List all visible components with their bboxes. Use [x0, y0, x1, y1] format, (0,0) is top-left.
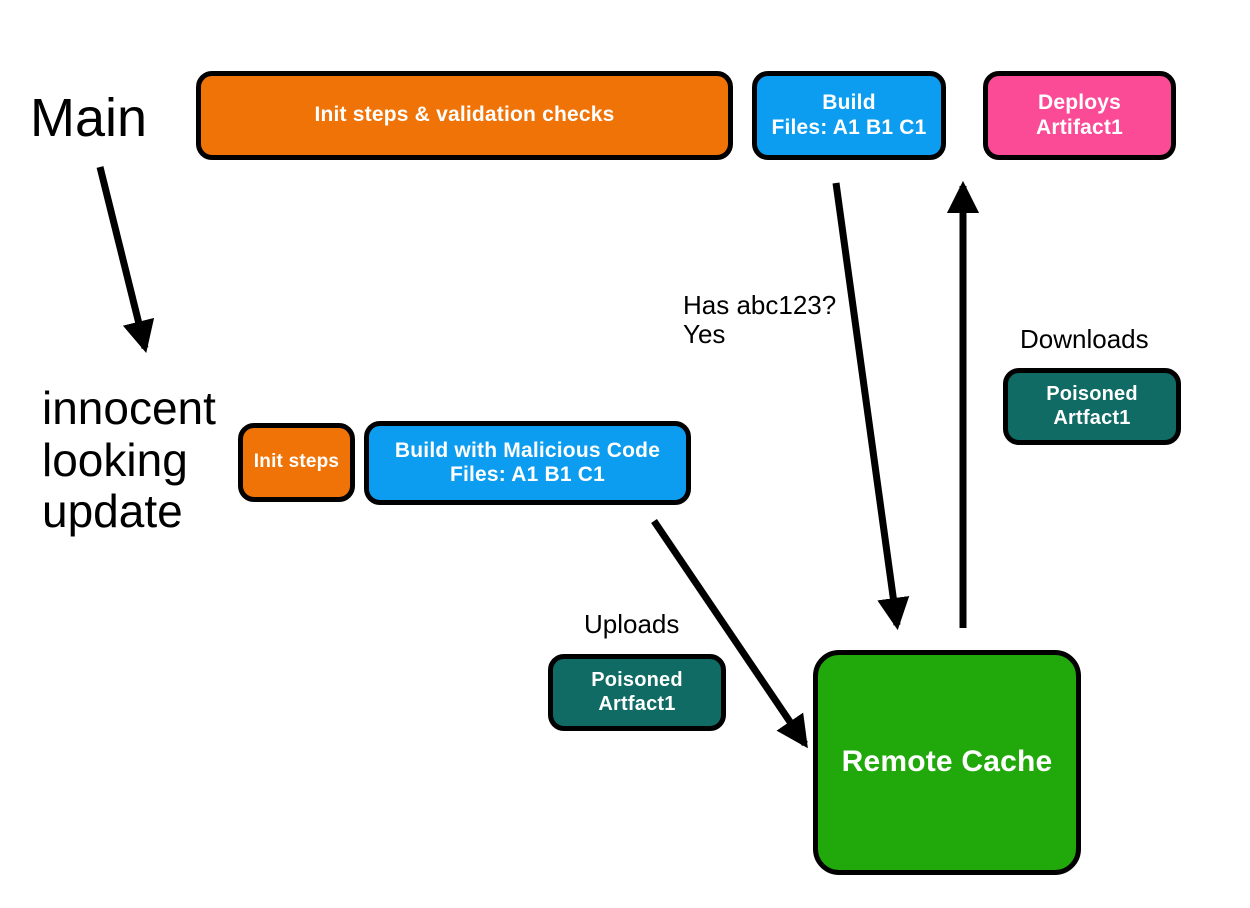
node-branch-build-files: Files: A1 B1 C1 [449, 463, 606, 486]
node-poisoned-artifact-uploaded-line1: Poisoned [591, 669, 683, 692]
node-branch-init-steps[interactable]: Init steps [238, 423, 355, 502]
arrow-build-to-cache-lookup [832, 182, 910, 631]
lane-label-main: Main [30, 88, 148, 148]
node-remote-cache-label: Remote Cache [841, 745, 1053, 779]
annotation-uploads: Uploads [584, 609, 680, 639]
node-branch-init-steps-label: Init steps [253, 451, 340, 473]
node-main-init-steps[interactable]: Init steps & validation checks [196, 71, 733, 160]
node-main-init-steps-label: Init steps & validation checks [314, 103, 615, 127]
annotation-downloads: Downloads [1020, 324, 1149, 354]
node-main-deploys-artifact: Artifact1 [1036, 115, 1123, 139]
node-main-deploys-title: Deploys [1037, 91, 1122, 115]
node-main-build[interactable]: Build Files: A1 B1 C1 [752, 71, 946, 160]
node-poisoned-artifact-uploaded[interactable]: Poisoned Artfact1 [548, 654, 726, 731]
lane-label-branch: innocent looking update [42, 382, 216, 538]
node-branch-build-title: Build with Malicious Code [394, 438, 661, 462]
node-poisoned-artifact-downloaded-line1: Poisoned [1046, 383, 1138, 406]
annotation-cache-query: Has abc123? Yes [683, 290, 837, 350]
node-main-deploys[interactable]: Deploys Artifact1 [983, 71, 1176, 160]
node-main-build-title: Build [822, 91, 876, 115]
node-poisoned-artifact-downloaded[interactable]: Poisoned Artfact1 [1003, 368, 1181, 445]
node-poisoned-artifact-uploaded-line2: Artfact1 [598, 692, 676, 715]
node-branch-malicious-build[interactable]: Build with Malicious Code Files: A1 B1 C… [364, 421, 691, 505]
node-poisoned-artifact-downloaded-line2: Artfact1 [1053, 406, 1131, 429]
node-main-build-files: Files: A1 B1 C1 [771, 115, 927, 139]
arrow-main-to-branch [96, 166, 155, 353]
node-remote-cache[interactable]: Remote Cache [813, 650, 1081, 875]
